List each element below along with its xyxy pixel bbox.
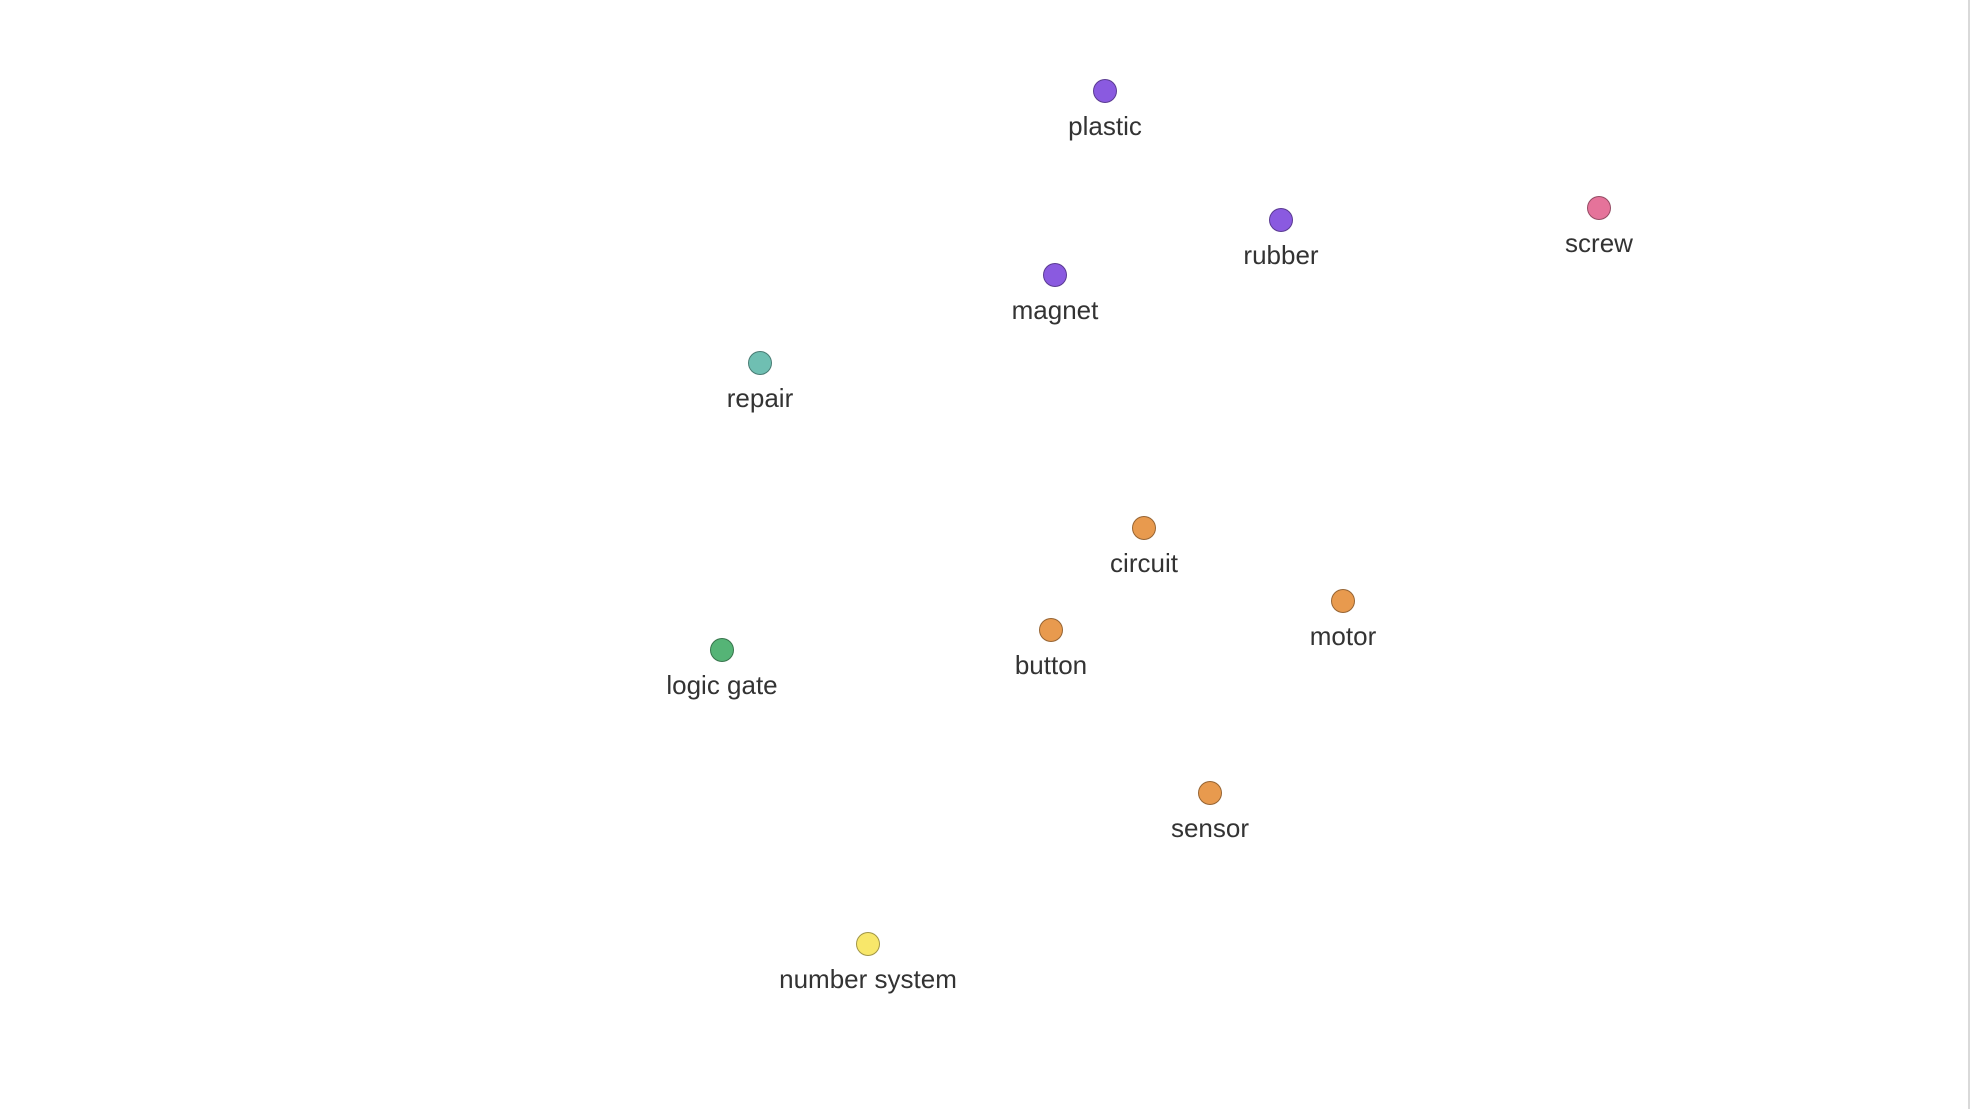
node-label: motor: [1309, 621, 1377, 651]
node-dot[interactable]: [1043, 263, 1067, 287]
node-dot[interactable]: [1587, 196, 1611, 220]
node-dot[interactable]: [1269, 208, 1293, 232]
panel-right-border: [1968, 0, 1970, 1109]
node-dot[interactable]: [1331, 589, 1355, 613]
node-dot[interactable]: [1039, 618, 1063, 642]
node-dot[interactable]: [710, 638, 734, 662]
node-label: screw: [1565, 228, 1633, 258]
node-dot[interactable]: [1198, 781, 1222, 805]
node-label: sensor: [1170, 813, 1250, 843]
node-label: button: [1014, 650, 1088, 680]
node-label: plastic: [1068, 111, 1142, 141]
node-dot[interactable]: [1132, 516, 1156, 540]
node-dot[interactable]: [1093, 79, 1117, 103]
node-label: rubber: [1243, 240, 1319, 270]
node-label: magnet: [1011, 295, 1099, 325]
node-dot[interactable]: [856, 932, 880, 956]
node-label: number system: [779, 964, 957, 994]
node-label: repair: [726, 383, 794, 413]
node-dot[interactable]: [748, 351, 772, 375]
node-label: logic gate: [666, 670, 778, 700]
node-label: circuit: [1110, 548, 1178, 578]
